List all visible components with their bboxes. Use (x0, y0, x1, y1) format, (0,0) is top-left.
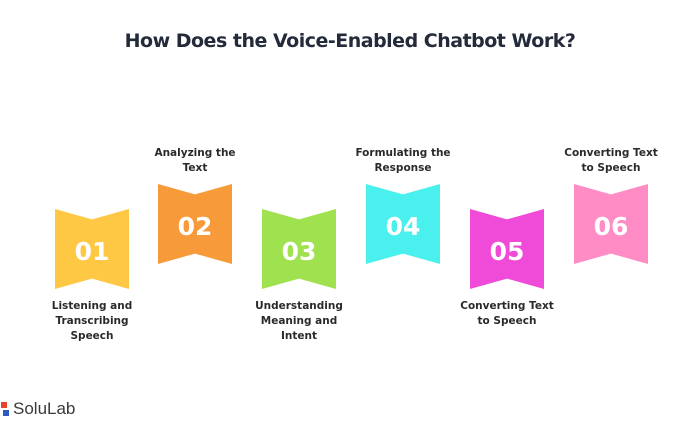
step-4-chevron (366, 184, 440, 264)
step-6-number: 06 (593, 212, 629, 241)
step-3-number: 03 (281, 237, 317, 266)
step-5-label: Converting Text to Speech (460, 300, 554, 327)
step-5-chevron (470, 209, 544, 289)
step-6-label: Converting Text to Speech (564, 147, 658, 174)
step-6-chevron (574, 184, 648, 264)
solulab-logo-icon (1, 402, 9, 416)
step-2-label: Analyzing the Text (154, 147, 236, 174)
page-title: How Does the Voice-Enabled Chatbot Work? (124, 30, 576, 52)
step-3-label: Understanding Meaning and Intent (255, 300, 343, 342)
step-4-label: Formulating the Response (355, 147, 451, 174)
brand-logo[interactable]: SoluLab (0, 398, 75, 420)
step-2-number: 02 (177, 212, 213, 241)
step-3-chevron (262, 209, 336, 289)
step-1-label: Listening and Transcribing Speech (51, 300, 133, 342)
step-1-number: 01 (74, 237, 110, 266)
step-1-chevron (55, 209, 129, 289)
step-4-number: 04 (385, 212, 421, 241)
step-2-chevron (158, 184, 232, 264)
step-5-number: 05 (489, 237, 525, 266)
brand-name: SoluLab (13, 399, 76, 418)
